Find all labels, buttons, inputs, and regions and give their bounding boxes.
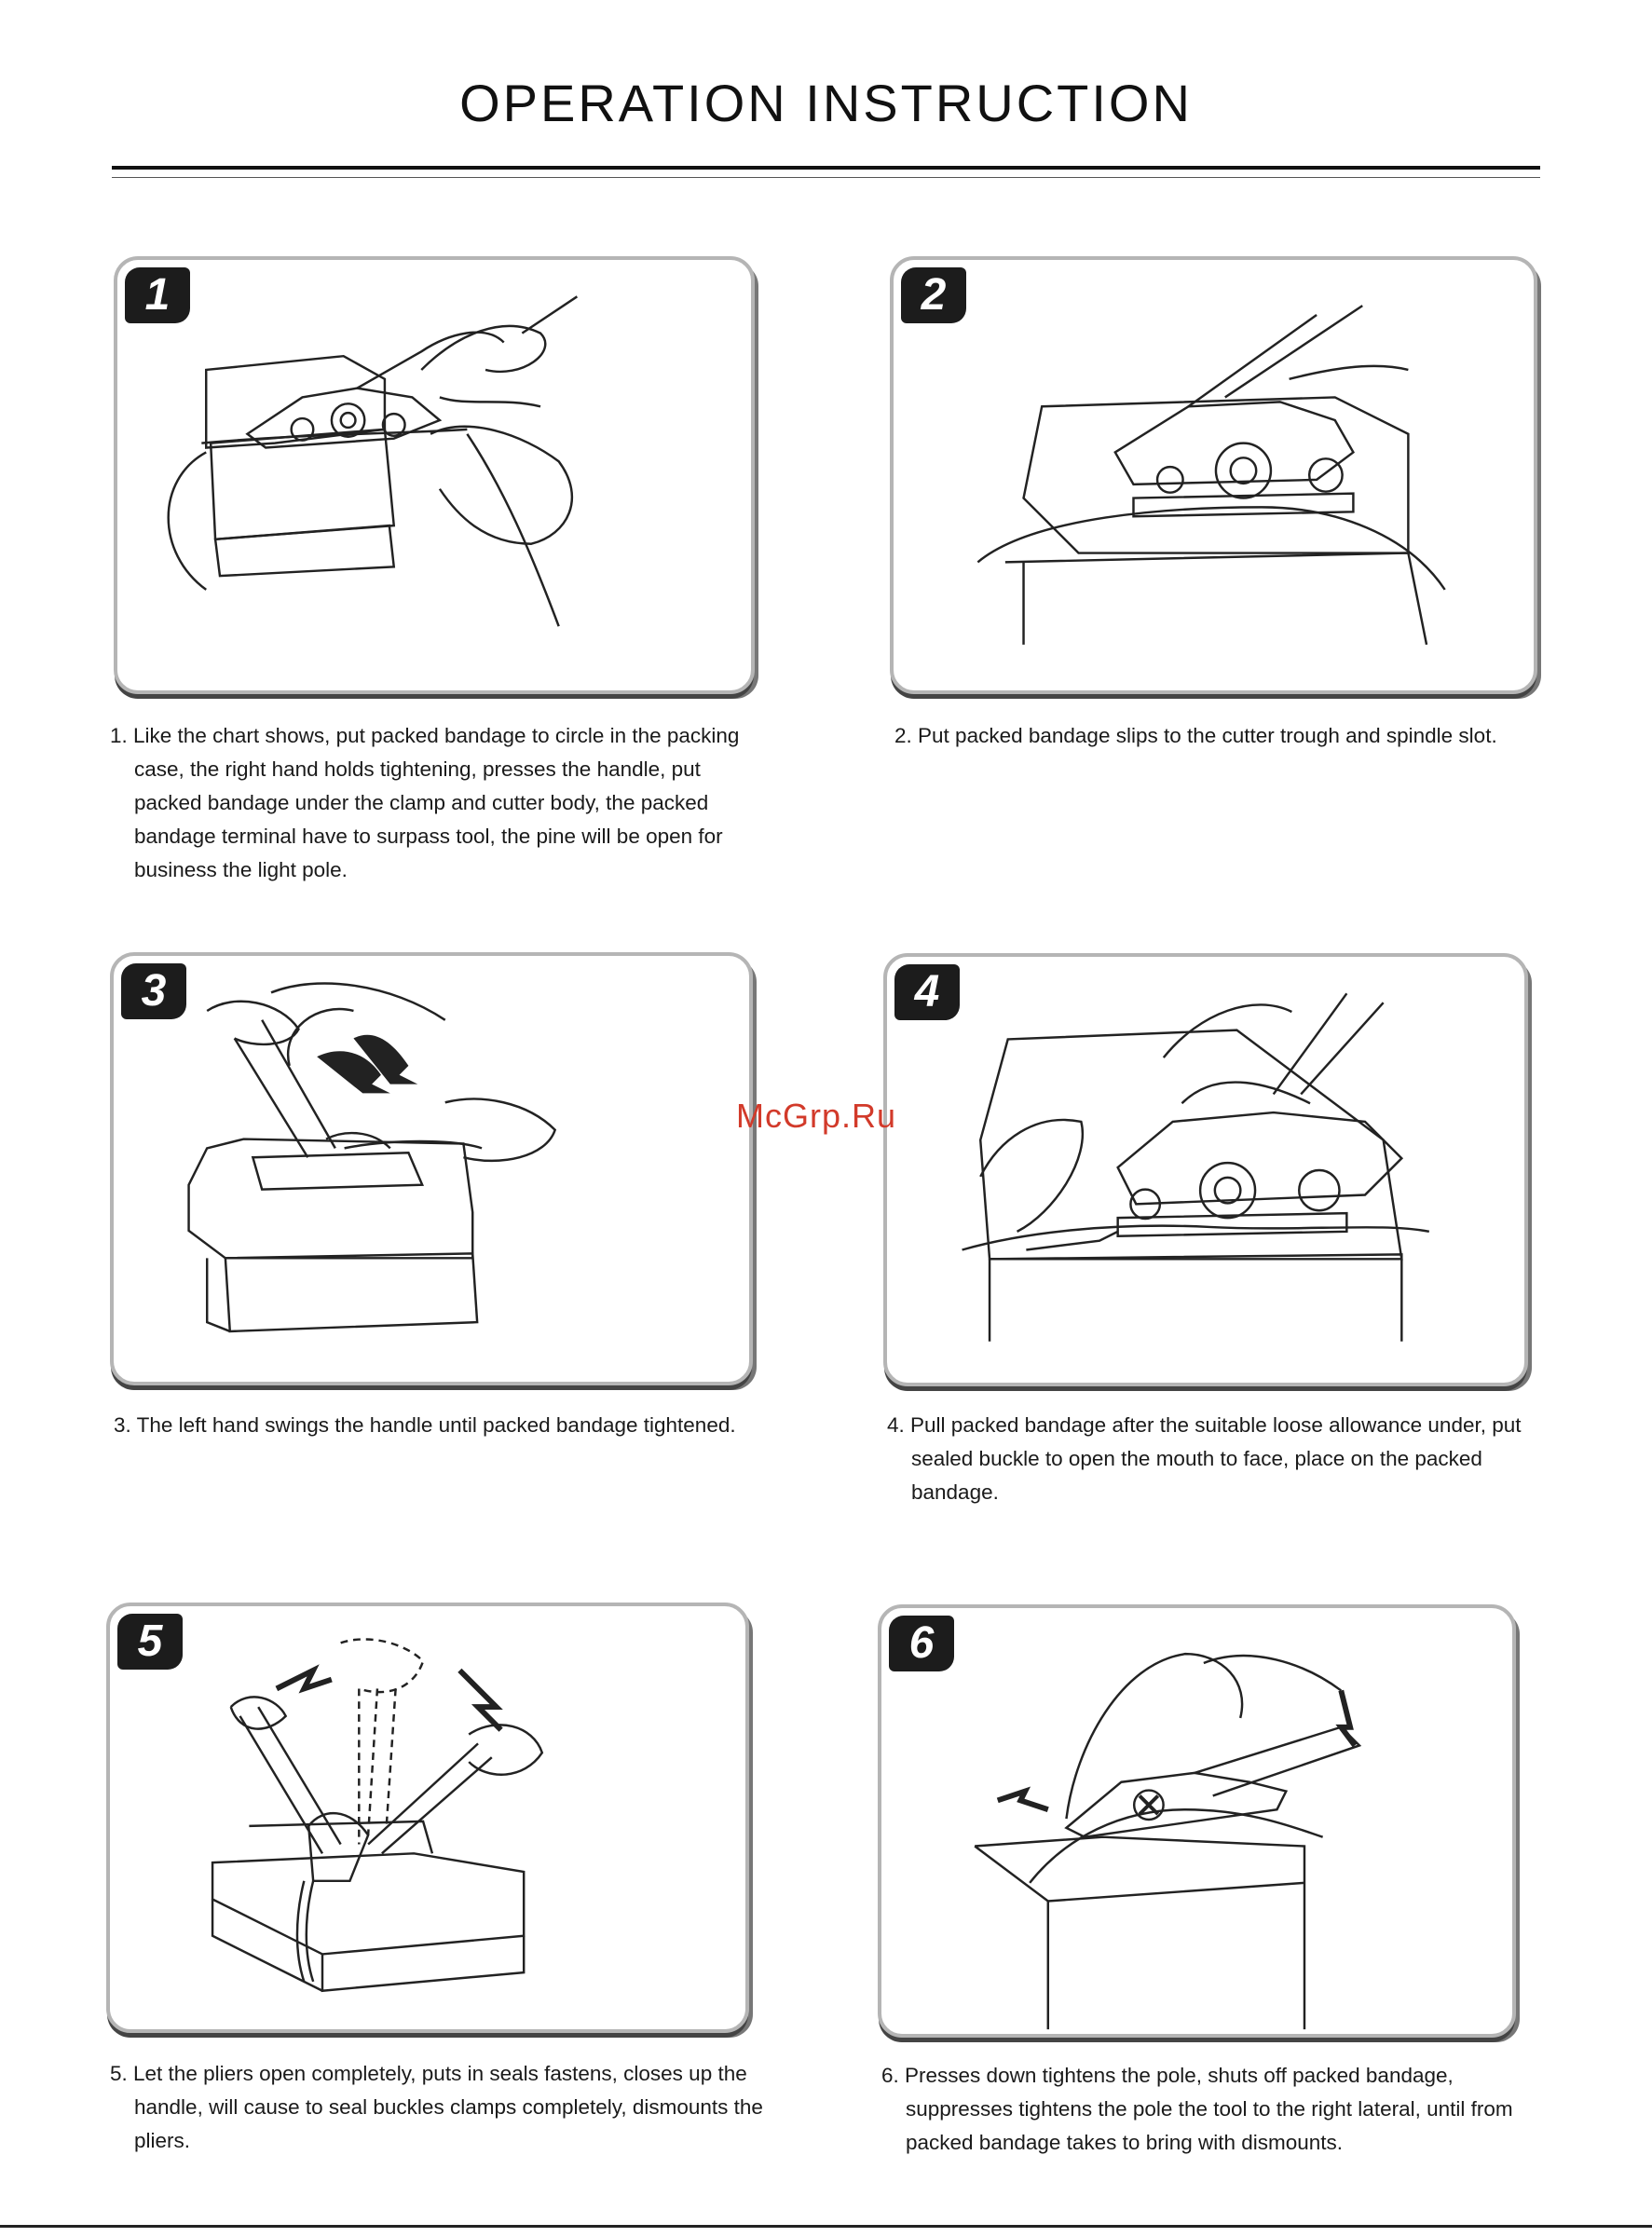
page-bottom-edge	[0, 2225, 1652, 2228]
step-1-caption: 1. Like the chart shows, put packed band…	[110, 719, 768, 887]
step-2-badge: 2	[901, 267, 966, 323]
step-4-text: Pull packed bandage after the suitable l…	[910, 1413, 1522, 1504]
step-4-caption: 4. Pull packed bandage after the suitabl…	[887, 1409, 1563, 1509]
step-2-illustration	[976, 305, 1446, 646]
step-2-caption: 2. Put packed bandage slips to the cutte…	[894, 719, 1547, 753]
step-4-illustration-panel: 4	[883, 953, 1528, 1386]
step-5-illustration-panel: 5	[106, 1603, 749, 2033]
step-3-illustration	[187, 982, 557, 1333]
step-3-badge: 3	[121, 963, 186, 1019]
step-4-index: 4.	[887, 1413, 905, 1437]
step-5-badge: 5	[117, 1614, 183, 1670]
step-1-index: 1.	[110, 724, 128, 747]
step-2-index: 2.	[894, 724, 912, 747]
step-6-text: Presses down tightens the pole, shuts of…	[905, 2064, 1513, 2154]
step-4-illustration	[962, 992, 1430, 1342]
step-5-caption: 5. Let the pliers open completely, puts …	[110, 2057, 786, 2158]
step-5-text: Let the pliers open completely, puts in …	[133, 2062, 763, 2152]
step-1-badge: 1	[125, 267, 190, 323]
step-6-illustration	[974, 1652, 1362, 2030]
step-6-illustration-panel: 6	[878, 1604, 1516, 2038]
step-5-index: 5.	[110, 2062, 128, 2085]
step-3-caption: 3. The left hand swings the handle until…	[114, 1409, 766, 1442]
step-5-illustration	[211, 1638, 544, 1993]
step-2-illustration-panel: 2	[890, 256, 1537, 694]
step-3-index: 3.	[114, 1413, 131, 1437]
title-divider	[112, 166, 1540, 170]
step-1-text: Like the chart shows, put packed bandage…	[133, 724, 740, 881]
step-1-illustration	[167, 295, 579, 627]
step-3-illustration-panel: 3	[110, 952, 753, 1385]
step-2-text: Put packed bandage slips to the cutter t…	[918, 724, 1497, 747]
watermark: McGrp.Ru	[736, 1097, 897, 1135]
step-6-badge: 6	[889, 1616, 954, 1671]
step-6-index: 6.	[881, 2064, 899, 2087]
step-3-text: The left hand swings the handle until pa…	[136, 1413, 736, 1437]
step-4-badge: 4	[894, 964, 960, 1020]
page-title: OPERATION INSTRUCTION	[459, 74, 1193, 132]
step-1-illustration-panel: 1	[114, 256, 755, 694]
title-divider-thin	[112, 177, 1540, 178]
step-6-caption: 6. Presses down tightens the pole, shuts…	[881, 2059, 1558, 2160]
